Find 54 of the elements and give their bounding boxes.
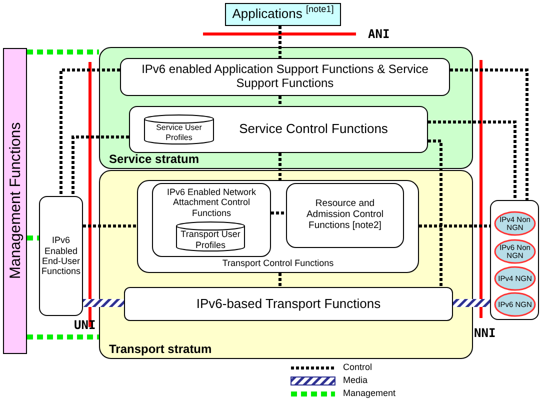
interface-label: ANI (368, 27, 390, 41)
application-box (225, 3, 341, 26)
function-box (124, 287, 453, 321)
interface-label: NNI (474, 326, 496, 340)
media-connector (453, 299, 490, 307)
control-connector (278, 96, 282, 106)
database-cylinder (176, 222, 245, 251)
legend-label: Media (343, 375, 368, 385)
control-connector (278, 273, 282, 287)
media-connector (83, 299, 124, 307)
control-connector (60, 68, 120, 196)
function-box (129, 106, 428, 153)
function-label: IPv6 Enabled End-User Functions (40, 235, 82, 277)
network-ellipse (494, 211, 536, 236)
control-connector (278, 26, 282, 58)
control-connector (419, 224, 490, 228)
control-connector (450, 68, 528, 200)
function-box (39, 196, 83, 316)
function-box (286, 183, 404, 248)
control-connector (428, 120, 516, 200)
network-ellipse (494, 239, 536, 264)
control-connector (72, 136, 129, 196)
function-box (120, 58, 450, 96)
function-label: IPv6 enabled Application Support Functions & Service Support Functions (140, 63, 430, 91)
function-label: Resource and Admission Control Functions [note2] (305, 199, 385, 232)
stratum-band (99, 47, 473, 169)
control-connector (271, 212, 286, 214)
control-connector (278, 153, 282, 180)
database-cylinder (144, 115, 214, 144)
stratum-band (99, 170, 473, 359)
function-label: Service User Profiles (155, 123, 203, 142)
function-box (137, 180, 419, 273)
network-ellipse (494, 292, 536, 317)
group-label: Transport Control Functions (222, 258, 334, 268)
legend-label: Control (343, 362, 372, 372)
network-ellipse (494, 266, 536, 291)
legend-label: Management (343, 388, 396, 398)
function-box (152, 183, 271, 257)
function-label: Applications $^{[note1]}$ (232, 7, 334, 22)
management-box (3, 48, 27, 354)
function-label: IPv6 Enabled Network Attachment Control Functions (166, 187, 258, 218)
management-connector (27, 236, 39, 240)
group-label: Service stratum (109, 153, 200, 167)
management-connector (27, 334, 99, 340)
network-group-box (490, 200, 539, 320)
function-label: Transport User Profiles (180, 229, 242, 250)
interface-label: UNI (74, 318, 96, 332)
group-label: Transport stratum (109, 343, 212, 357)
vertical-title: Management Functions (6, 122, 24, 280)
control-connector (428, 140, 442, 287)
control-connector (83, 224, 137, 228)
management-connector (27, 50, 99, 54)
function-label: Service Control Functions (239, 122, 388, 137)
function-label: IPv6-based Transport Functions (196, 296, 381, 312)
